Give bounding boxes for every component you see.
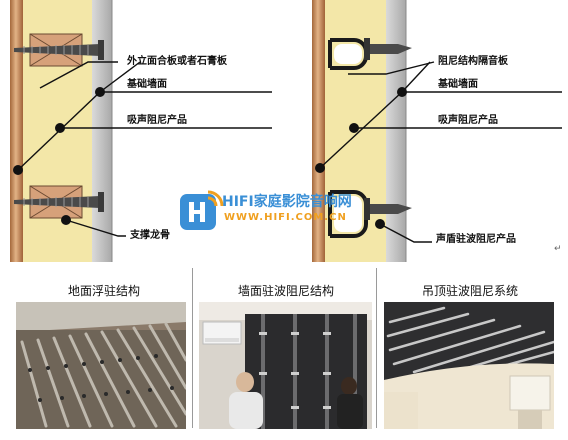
- screw-top: [14, 40, 104, 60]
- caption-floor: 地面浮驻结构: [67, 284, 140, 298]
- watermark-url: WWW.HIFI.COM.CN: [224, 212, 347, 223]
- left-leader-dots: [13, 87, 105, 225]
- right-wall-section-drawing: [312, 0, 562, 262]
- watermark-title: HIFI家庭影院音响网: [222, 194, 352, 210]
- photo-separator: [376, 268, 377, 428]
- photo-ceiling-structure: [384, 302, 554, 429]
- label-facing-board: 外立面合板或者石膏板: [127, 56, 227, 67]
- photo-floor-structure: [16, 302, 186, 429]
- caption-ceiling: 吊顶驻波阻尼系统: [421, 284, 518, 298]
- label-base-wall-right: 基础墙面: [438, 79, 478, 90]
- diagram-right-panel: 阻尼结构隔音板 基础墙面 吸声阻尼产品 声盾驻波阻尼产品: [290, 0, 568, 262]
- facing-board-right: [312, 0, 325, 262]
- base-wall-concrete-right: [386, 0, 406, 262]
- caption-wall: 墙面驻波阻尼结构: [237, 284, 334, 298]
- photo-wall-structure: [199, 302, 372, 429]
- label-base-wall-left: 基础墙面: [127, 79, 167, 90]
- watermark: HIFI家庭影院音响网 WWW.HIFI.COM.CN: [178, 188, 388, 236]
- right-leader-dots: [315, 87, 407, 229]
- label-damping-board: 阻尼结构隔音板: [438, 56, 508, 67]
- label-absorber-left: 吸声阻尼产品: [127, 115, 187, 126]
- paragraph-return-mark: ↵: [554, 244, 562, 254]
- photo-separator: [192, 268, 193, 428]
- label-shield-damper: 声盾驻波阻尼产品: [436, 234, 516, 245]
- diagram-left-panel: 外立面合板或者石膏板 基础墙面 吸声阻尼产品 支撑龙骨: [0, 0, 278, 262]
- facing-board: [10, 0, 23, 262]
- label-keel: 支撑龙骨: [130, 230, 170, 241]
- screw-right-top: [364, 38, 412, 60]
- screw-right-bottom: [364, 198, 412, 220]
- left-leader-lines: [17, 61, 272, 237]
- left-wall-section-drawing: [10, 0, 272, 262]
- label-absorber-right: 吸声阻尼产品: [438, 115, 498, 126]
- screw-bottom: [14, 192, 104, 212]
- base-wall-concrete: [92, 0, 112, 262]
- hifi-logo-icon: [180, 190, 224, 230]
